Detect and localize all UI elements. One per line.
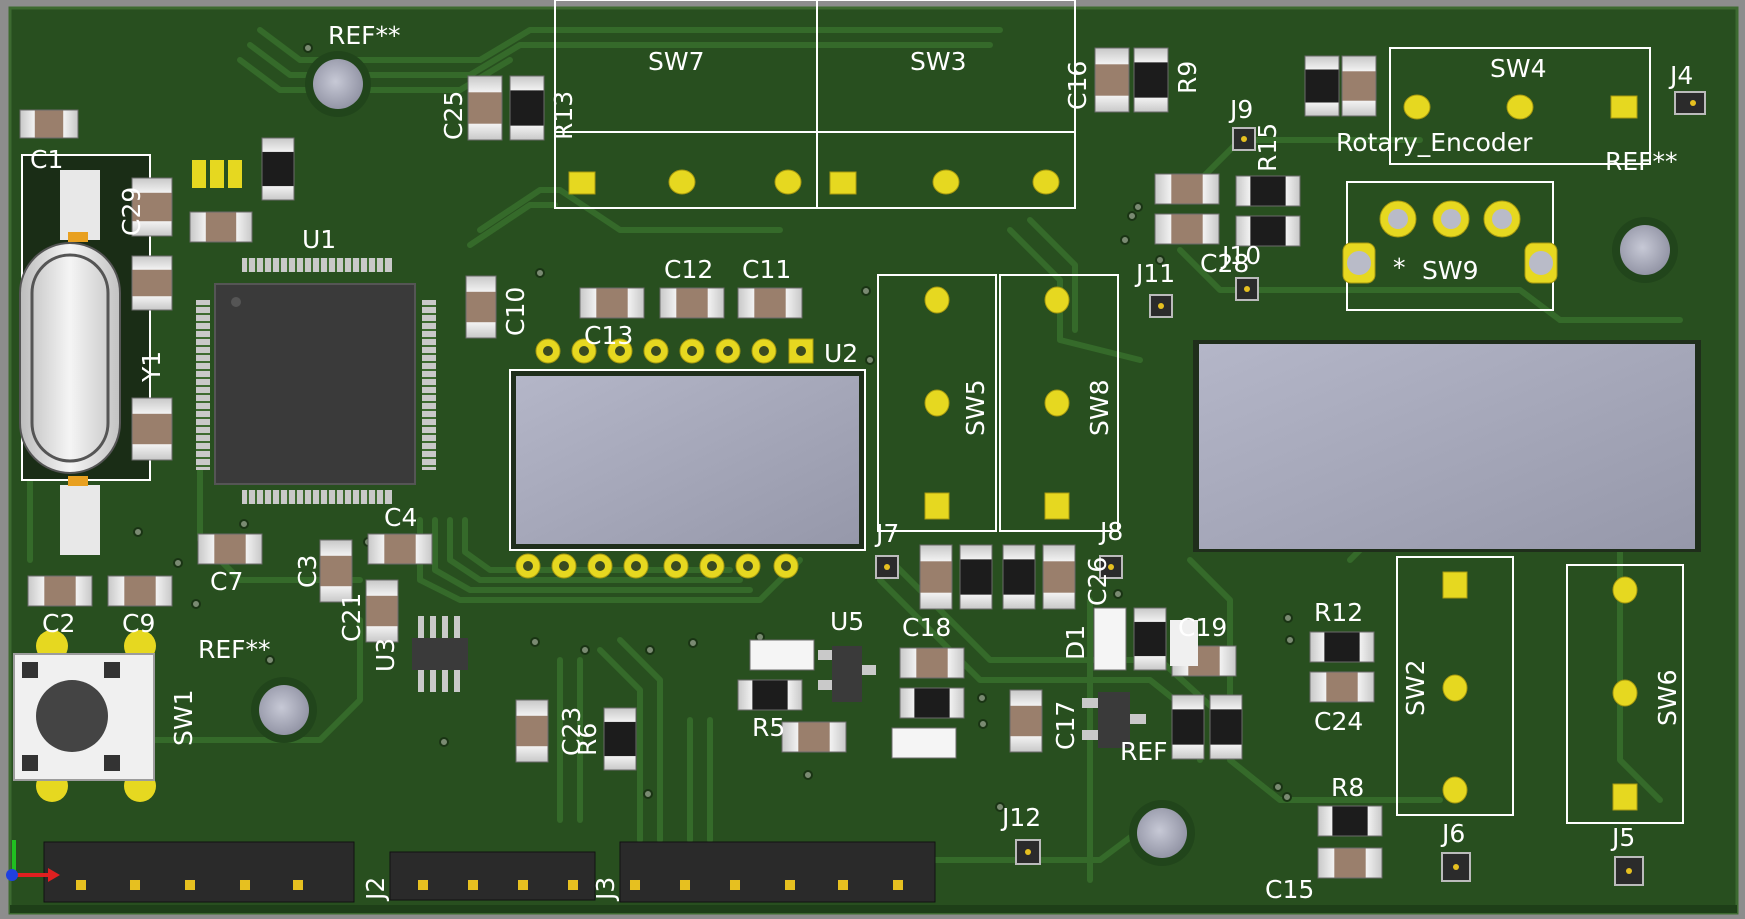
label-sw5: SW5 <box>961 380 990 437</box>
label-ref-top: REF** <box>328 21 401 50</box>
small-ics <box>412 616 1198 748</box>
label-j7: J7 <box>874 519 899 548</box>
label-rotary: Rotary_Encoder <box>1336 128 1533 157</box>
label-j4: J4 <box>1668 61 1693 90</box>
label-ref-bottom: REF <box>1120 737 1168 766</box>
label-sw9: SW9 <box>1422 256 1479 285</box>
label-c11: C11 <box>742 255 791 284</box>
label-r8: R8 <box>1331 773 1364 802</box>
label-d1: D1 <box>1061 625 1090 660</box>
label-c23: C23 <box>557 707 586 756</box>
label-j5: J5 <box>1610 823 1635 852</box>
label-sw8: SW8 <box>1085 380 1114 437</box>
label-r9: R9 <box>1173 61 1202 94</box>
label-j9: J9 <box>1228 95 1253 124</box>
sw1-tactile-switch <box>13 630 156 802</box>
label-c10: C10 <box>501 287 530 336</box>
label-ref-right: REF** <box>1605 147 1678 176</box>
label-u3: U3 <box>371 638 400 672</box>
label-u1: U1 <box>302 225 336 254</box>
display-glass-right <box>1199 344 1695 549</box>
label-c29: C29 <box>117 187 146 236</box>
switch-outlines <box>554 0 1684 824</box>
label-c28: C28 <box>1200 249 1249 278</box>
label-c3: C3 <box>293 555 322 588</box>
label-c4: C4 <box>384 503 417 532</box>
solder-jumper-pads <box>192 160 242 188</box>
smd-components <box>19 47 1383 879</box>
label-c24: C24 <box>1314 707 1363 736</box>
label-sw9-marker: * <box>1393 253 1406 282</box>
label-r5: R5 <box>752 713 785 742</box>
label-c1: C1 <box>30 145 63 174</box>
label-c15: C15 <box>1265 875 1314 904</box>
label-c18: C18 <box>902 613 951 642</box>
label-j11: J11 <box>1134 259 1175 288</box>
label-r6: R6 <box>573 723 602 756</box>
pin-headers <box>43 841 936 903</box>
label-u2: U2 <box>824 339 858 368</box>
label-sw3: SW3 <box>910 47 967 76</box>
silkscreen-labels: REF** C1 C29 Y1 U1 C25 R13 SW7 SW3 C16 R… <box>30 21 1693 904</box>
label-j2: J2 <box>361 877 390 902</box>
label-u5: U5 <box>830 607 864 636</box>
vias <box>133 43 1295 860</box>
label-sw6: SW6 <box>1653 670 1682 727</box>
u1-microcontroller <box>196 258 436 504</box>
label-c7: C7 <box>210 567 243 596</box>
label-ref-left: REF** <box>198 635 271 664</box>
label-c9: C9 <box>122 609 155 638</box>
label-sw4: SW4 <box>1490 54 1547 83</box>
label-c16: C16 <box>1063 61 1092 110</box>
label-j8: J8 <box>1098 517 1123 546</box>
label-c26: C26 <box>1083 557 1112 606</box>
label-c21: C21 <box>337 593 366 642</box>
label-j12: J12 <box>1000 803 1041 832</box>
label-sw1: SW1 <box>169 690 198 747</box>
label-c17: C17 <box>1051 701 1080 750</box>
label-r12: R12 <box>1314 598 1363 627</box>
label-j6: J6 <box>1440 819 1465 848</box>
label-c2: C2 <box>42 609 75 638</box>
label-c13: C13 <box>584 321 633 350</box>
label-r15: R15 <box>1253 123 1282 172</box>
u2-display <box>509 369 866 551</box>
label-r13: R13 <box>549 91 578 140</box>
label-j10: J10 <box>1220 241 1261 270</box>
label-c25: C25 <box>439 91 468 140</box>
label-c12: C12 <box>664 255 713 284</box>
label-j3: J3 <box>591 877 620 902</box>
mounting-holes <box>251 51 1678 866</box>
label-sw2: SW2 <box>1401 660 1430 717</box>
crystal-y1 <box>19 154 151 555</box>
label-sw7: SW7 <box>648 47 705 76</box>
label-c19: C19 <box>1178 613 1227 642</box>
label-y1: Y1 <box>137 351 166 383</box>
axis-marker <box>6 840 60 882</box>
